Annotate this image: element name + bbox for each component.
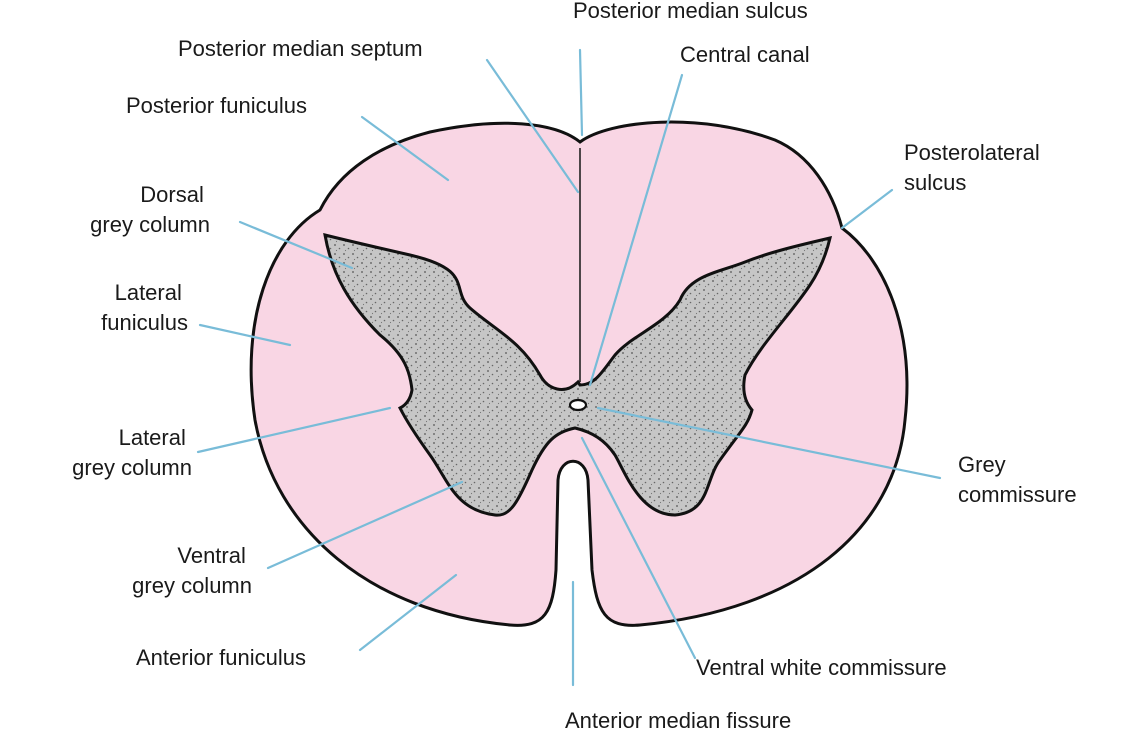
leader-lateral-grey-column — [196, 406, 392, 454]
leader-dorsal-grey-column — [238, 220, 354, 270]
leader-posterior-median-septum — [485, 58, 580, 194]
grey-matter — [323, 232, 833, 517]
white-matter — [249, 120, 909, 627]
label-ventral-white-commissure: Ventral white commissure — [696, 655, 947, 680]
label-anterior-funiculus: Anterior funiculus — [136, 645, 306, 670]
label-lateral-grey-column: Lateral grey column — [72, 425, 192, 480]
label-posterior-median-septum: Posterior median septum — [178, 36, 423, 61]
leader-lateral-funiculus — [198, 323, 292, 347]
leader-posterolateral-sulcus — [840, 188, 894, 230]
leader-anterior-funiculus — [358, 573, 458, 652]
label-lateral-funiculus: Lateral funiculus — [101, 280, 188, 335]
label-posterior-median-sulcus: Posterior median sulcus — [573, 0, 808, 23]
label-ventral-grey-column: Ventral grey column — [132, 543, 252, 598]
label-posterior-funiculus: Posterior funiculus — [126, 93, 307, 118]
label-central-canal: Central canal — [680, 42, 810, 67]
central-canal-shape — [568, 398, 588, 412]
leader-lines — [196, 48, 942, 687]
leader-central-canal — [588, 73, 684, 387]
label-anterior-median-fissure: Anterior median fissure — [565, 708, 791, 733]
leader-posterior-median-sulcus — [578, 48, 584, 137]
label-dorsal-grey-column: Dorsal grey column — [90, 182, 210, 237]
label-posterolateral-sulcus: Posterolateral sulcus — [904, 140, 1046, 195]
label-grey-commissure: Grey commissure — [958, 452, 1077, 507]
leader-ventral-white-commissure — [580, 436, 697, 660]
leader-ventral-grey-column — [266, 480, 464, 570]
leader-posterior-funiculus — [360, 115, 450, 182]
leader-grey-commissure — [596, 406, 942, 480]
labels: Posterior median sulcus Posterior median… — [72, 0, 1076, 733]
